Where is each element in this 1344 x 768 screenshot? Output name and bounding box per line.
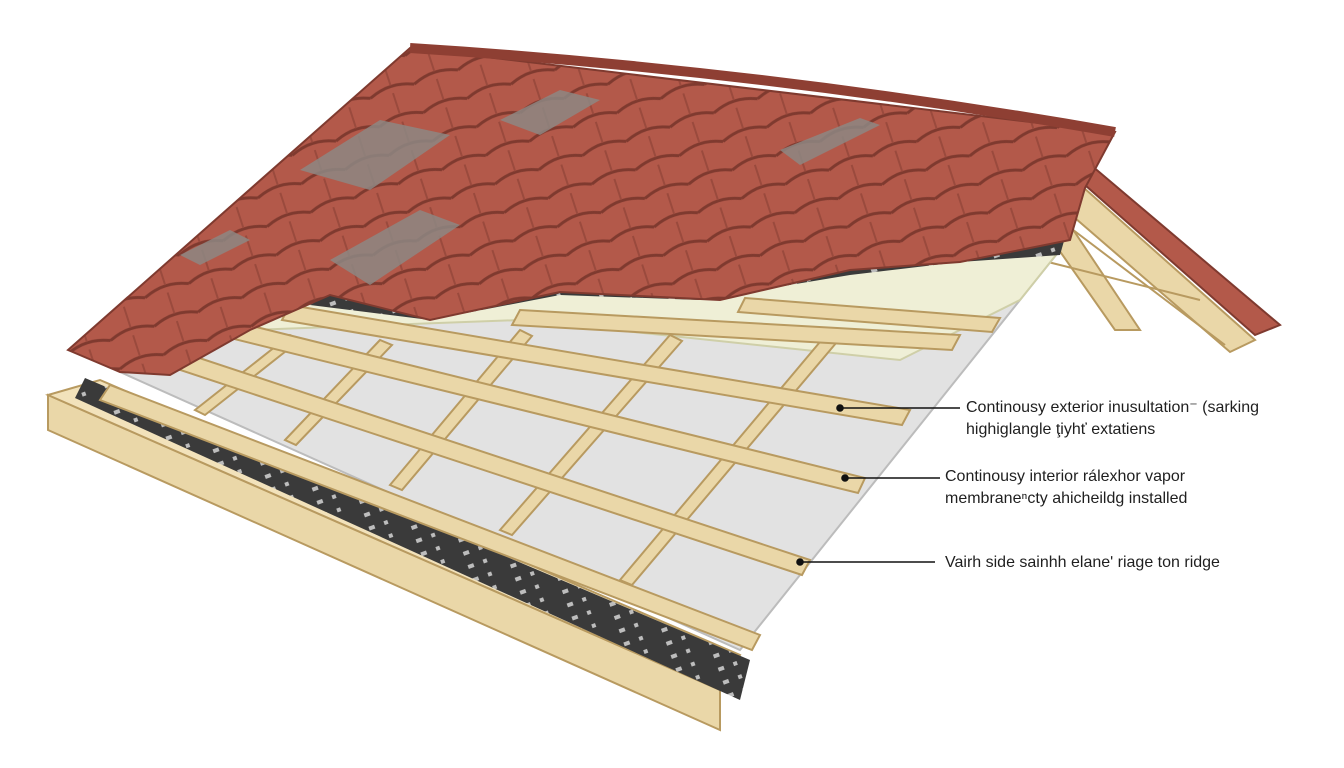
callout-exterior-insulation: Continousy exterior inusultation⁻ (sarki… <box>966 397 1259 441</box>
battens <box>98 296 1002 652</box>
callout-ridge: Vairh side sainhh elaneʹ riage ton ridge <box>945 552 1220 574</box>
callout-2-line-1: Continousy interior rálexhor vapor <box>945 468 1186 485</box>
callout-vapor-membrane: Continousy interior rálexhor vapor membr… <box>945 466 1187 510</box>
callout-1-line-1: Continousy exterior inusultation⁻ (sarki… <box>966 399 1260 416</box>
callout-leaders <box>796 404 960 566</box>
callout-3-line-1: Vairh side sainhh elaneʹ riage ton ridge <box>945 554 1220 571</box>
vapor-membrane-strip <box>75 378 750 700</box>
callout-2-line-2: membraneⁿсty ahicheildg installed <box>945 490 1188 507</box>
callout-1-line-2: highiglangle ţiyhť extatiens <box>966 421 1156 438</box>
roof-tiles <box>66 43 1117 377</box>
